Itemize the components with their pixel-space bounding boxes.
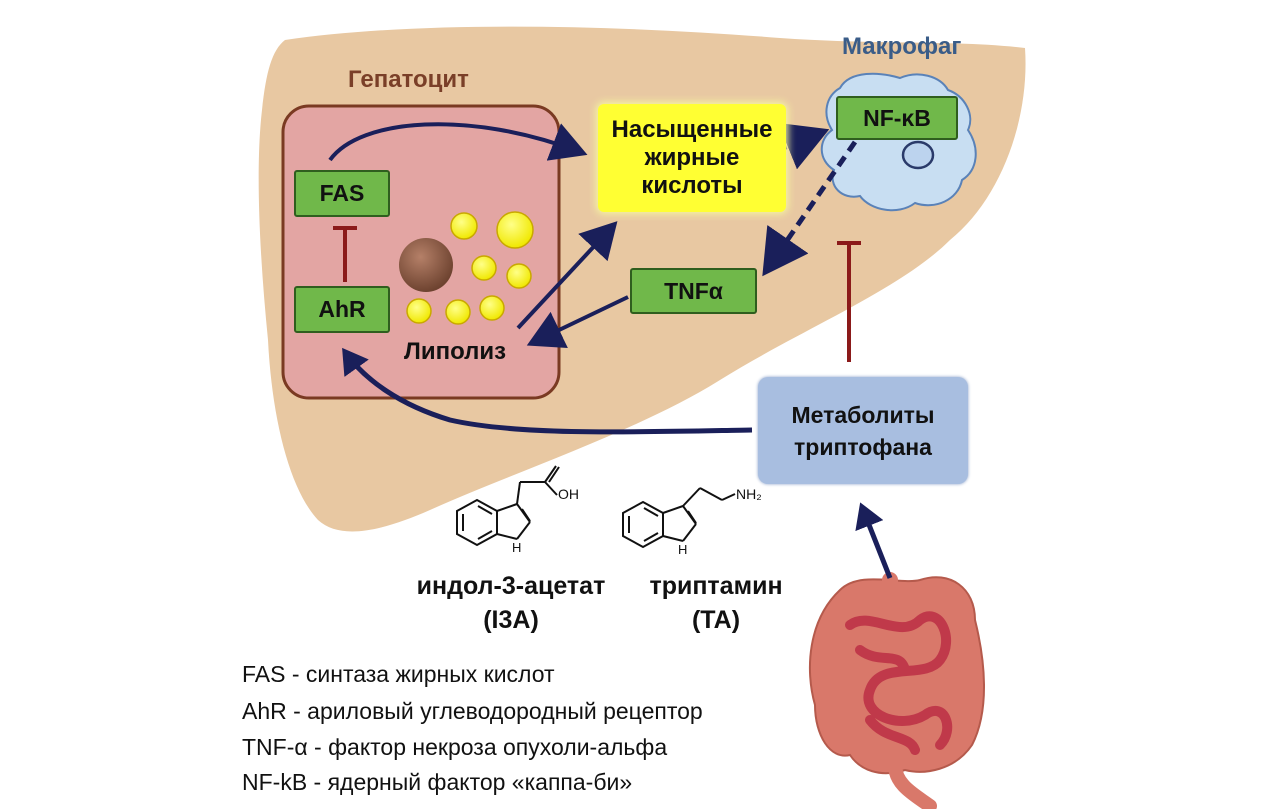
tnfa-box: TNFα [630, 268, 757, 314]
nfkb-box: NF-κB [836, 96, 958, 140]
i3a-name-block: индол-3-ацетат (I3A) [404, 569, 618, 637]
legend-ahr: AhR - ариловый углеводородный рецептор [242, 698, 703, 724]
inhibition-ahr-fas [333, 226, 357, 282]
lipolysis-label: Липолиз [404, 338, 507, 365]
legend-nfkb: NF-kB - ядерный фактор «каппа-би» [242, 769, 633, 795]
legend-fas: FAS - синтаза жирных кислот [242, 661, 555, 687]
indole-3-acetate-structure [456, 465, 560, 547]
ta-abbr: (TA) [691, 606, 741, 634]
arrow-tnfa-to-lipolysis [526, 295, 629, 348]
arrow-metabolites-to-ahr [342, 347, 753, 435]
arrow-lipolysis-to-fatty-acids [516, 221, 618, 330]
ta-name: триптамин [649, 572, 783, 600]
i3a-abbr: (I3A) [483, 606, 539, 634]
tryptophan-metabolites-box: Метаболиты триптофана [758, 377, 968, 484]
legend-tnfa: TNF-α - фактор некроза опухоли-альфа [242, 734, 668, 760]
i3a-oh-label: OH [558, 486, 579, 502]
macrophage-nucleus [901, 140, 935, 170]
tryptamine-structure [622, 487, 736, 549]
arrow-nfkb-to-tnfa [762, 140, 858, 277]
ta-nh-label: H [678, 542, 688, 557]
hepatocyte-label: Гепатоцит [348, 66, 469, 93]
hepatocyte-nucleus [399, 238, 453, 292]
ta-name-block: триптамин (TA) [636, 569, 796, 637]
fas-box: FAS [294, 170, 390, 217]
inhibition-metabolites-macrophage [837, 241, 861, 362]
macrophage-label: Макрофаг [842, 33, 962, 60]
ahr-box: AhR [294, 286, 390, 333]
i3a-nh-label: H [512, 540, 522, 555]
intestine-icon [808, 572, 985, 809]
macrophage-cell [820, 72, 977, 212]
saturated-fatty-acids-box: Насыщенные жирные кислоты [598, 104, 786, 212]
i3a-name: индол-3-ацетат [416, 572, 606, 600]
lipid-droplets [406, 211, 534, 325]
arrow-fas-to-fatty-acids [328, 122, 588, 162]
ta-nh2-label: NH₂ [736, 486, 762, 502]
arrow-intestine-to-metabolites [855, 502, 893, 579]
